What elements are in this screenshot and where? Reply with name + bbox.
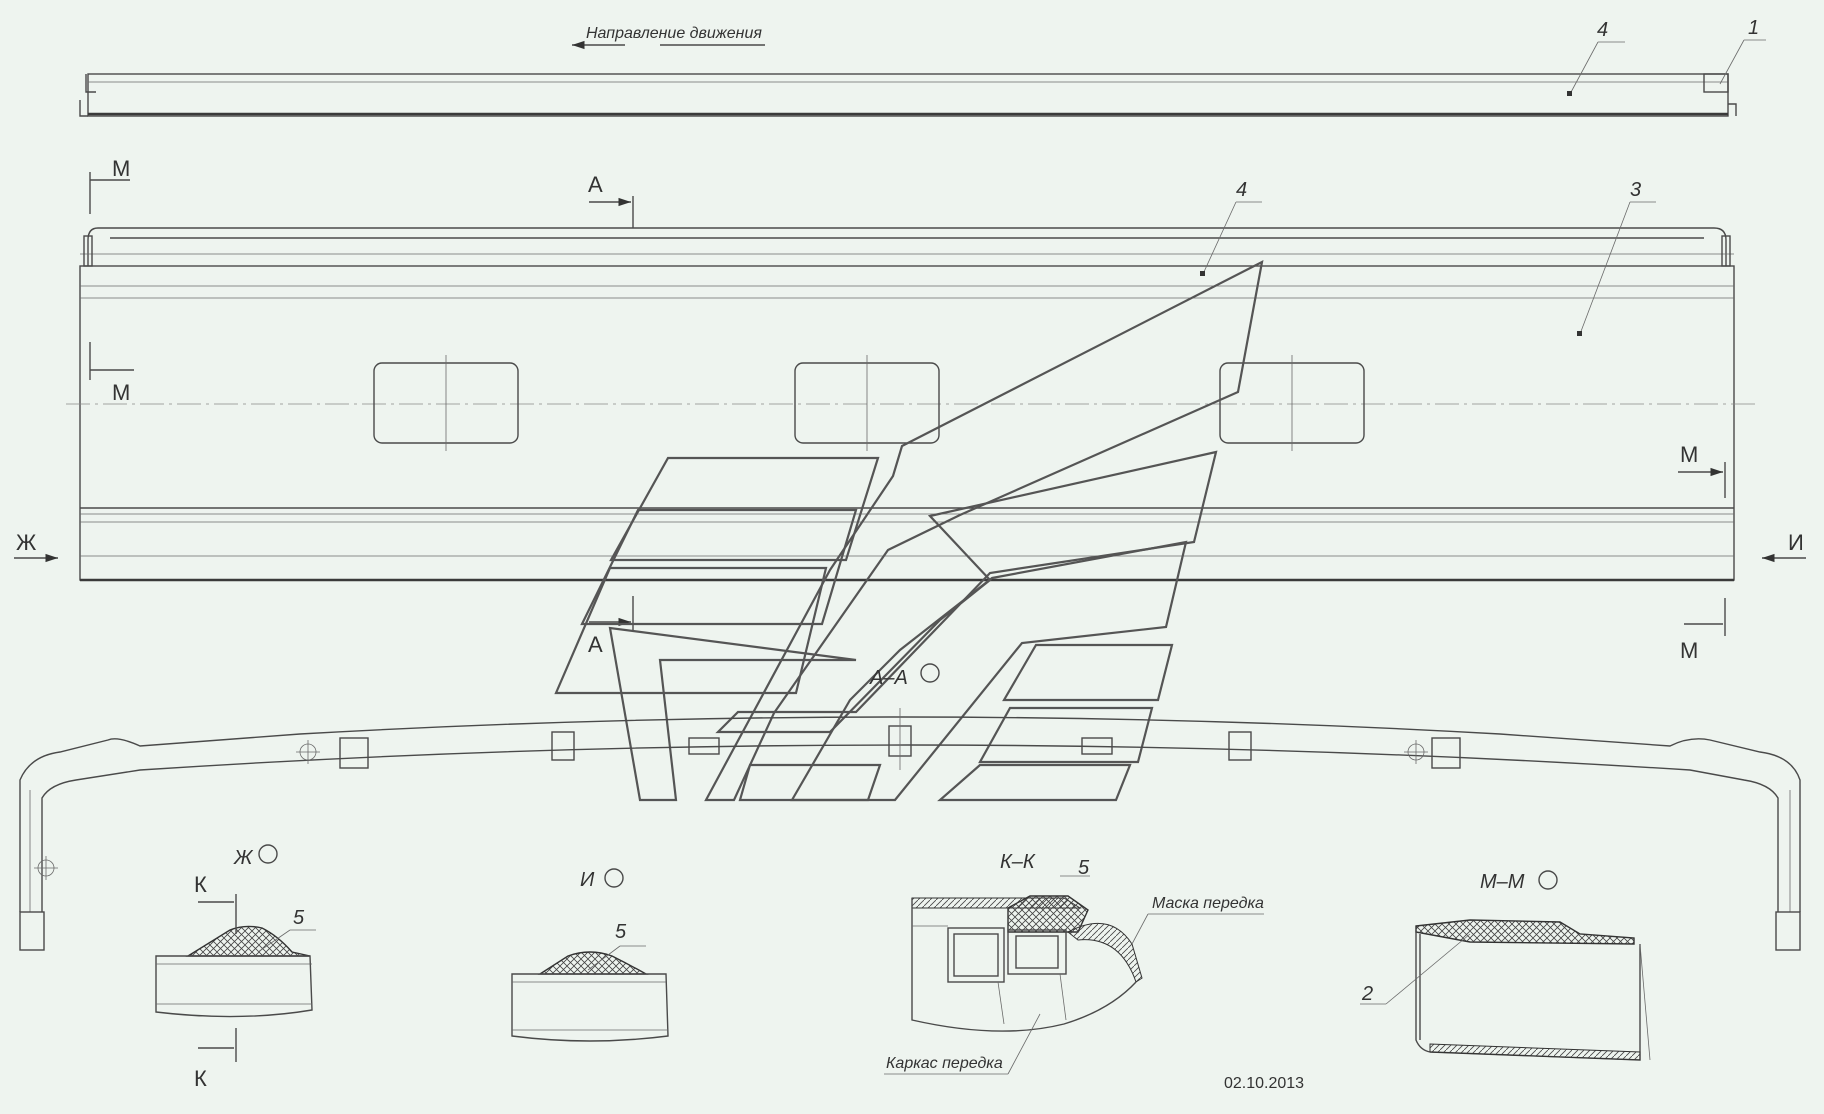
callout-4-front: 4 [1236,179,1247,201]
callout-1: 1 [1748,17,1759,39]
logo-watermark [554,260,1264,802]
callout-4-top: 4 [1597,19,1608,41]
view-kk-title: К–К [1000,851,1036,873]
section-a-bottom: А [588,632,603,657]
detail-i: И 5 [511,868,669,1042]
callout-2: 2 [1361,983,1373,1005]
callout-5-zh: 5 [293,907,305,929]
section-m-ml: М [112,380,130,405]
section-a-top: А [588,172,603,197]
section-i: И [1788,530,1804,555]
view-mm-title: М–М [1480,871,1525,893]
callout-3: 3 [1630,179,1641,201]
view-zh-title: Ж [233,847,254,869]
section-kk: К–К 5 Маска передка Каркас передка [884,851,1264,1075]
section-m-br: М [1680,638,1698,663]
section-mm: М–М 2 [1360,870,1651,1061]
direction-label: Направление движения [586,25,762,42]
section-k-top: К [194,872,207,897]
section-m-mr: М [1680,442,1698,467]
front-view: М М М М А А Ж И 4 3 [14,156,1806,663]
section-zh: Ж [16,530,37,555]
section-m-tl: М [112,156,130,181]
frame-label: Каркас передка [886,1055,1003,1072]
detail-zh: Ж К К 5 [155,844,316,1091]
view-i-title: И [580,869,595,891]
top-view: Направление движения 4 1 [79,17,1766,117]
section-aa: А–А [19,663,1801,951]
callout-5-i: 5 [615,921,627,943]
mask-label: Маска передка [1152,895,1264,912]
view-aa-title: А–А [869,667,908,689]
callout-5-kk: 5 [1078,857,1090,879]
drawing-date: 02.10.2013 [1224,1075,1304,1092]
section-k-bottom: К [194,1066,207,1091]
